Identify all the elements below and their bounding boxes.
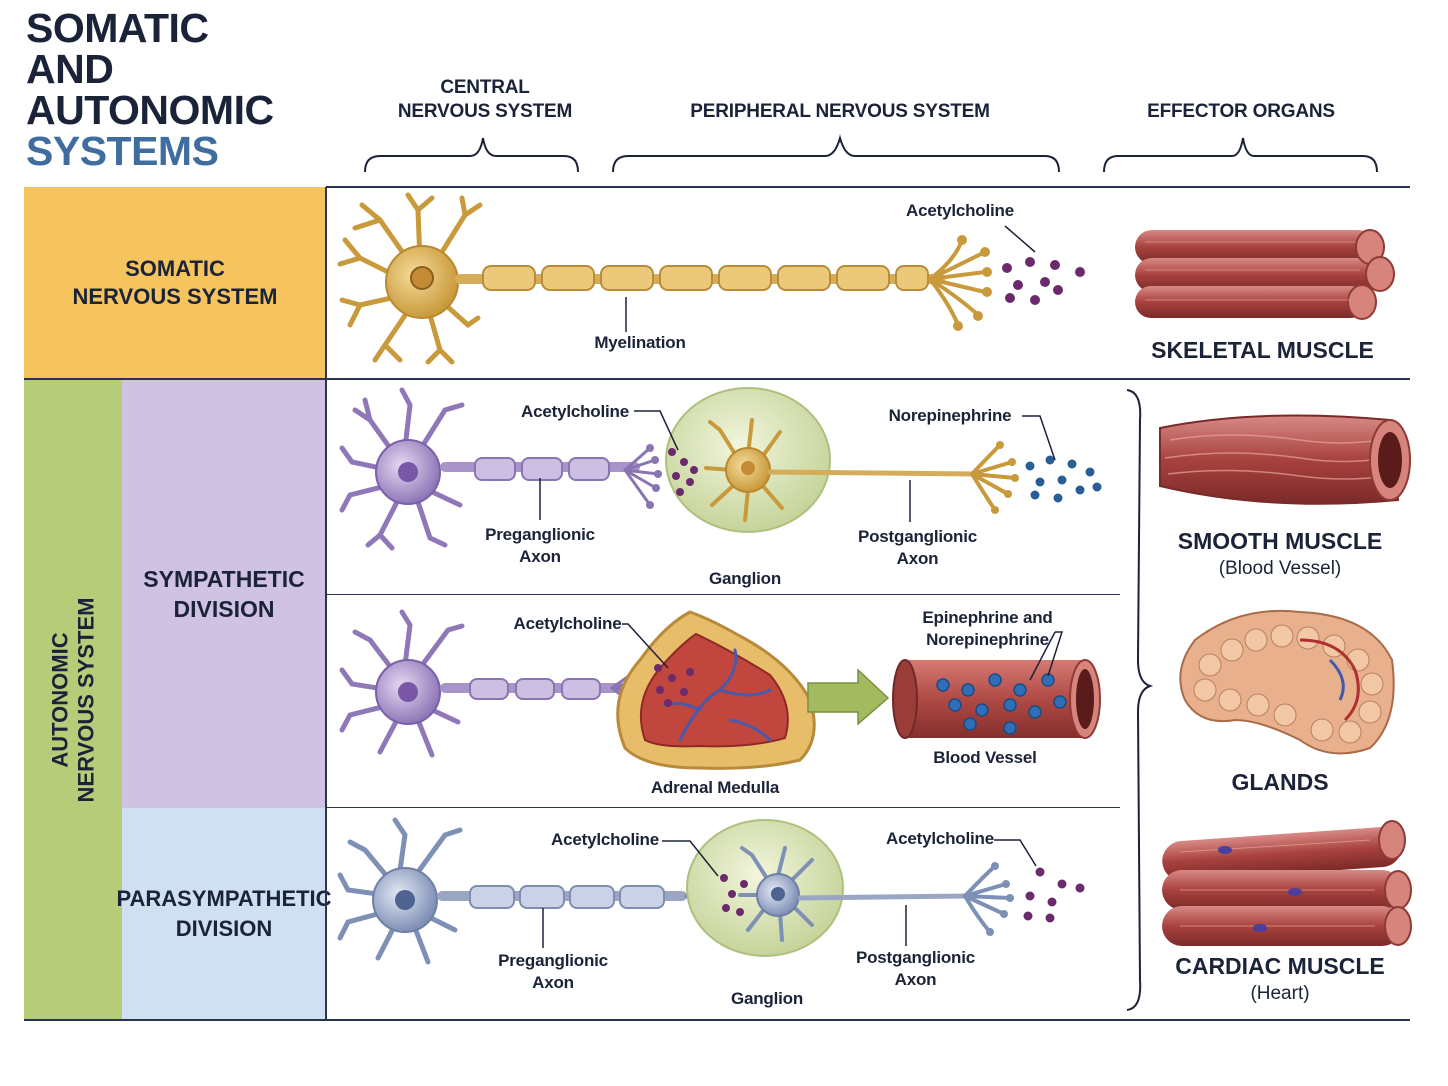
header-pns: PERIPHERAL NERVOUS SYSTEM — [690, 101, 990, 122]
gland-illustration — [1179, 609, 1395, 755]
parasympathetic-label-line-1: PARASYMPATHETIC — [116, 886, 332, 911]
sympathetic-neuron-preganglionic — [339, 387, 640, 551]
sympathetic-label-line-1: SYMPATHETIC — [143, 566, 305, 592]
brace-autonomic-effectors — [1126, 389, 1154, 1011]
effector-cardiac-muscle-sub: (Heart) — [1250, 983, 1310, 1004]
label-symp-preganglionic: Preganglionic Axon — [470, 524, 610, 568]
effector-glands: GLANDS — [1231, 769, 1329, 795]
label-symp-acetylcholine: Acetylcholine — [521, 402, 629, 421]
somatic-neuron — [337, 192, 1085, 365]
title-line-2: AND — [26, 46, 114, 92]
divider-vertical — [325, 187, 327, 1021]
label-para-post-line-2: Axon — [894, 970, 937, 989]
somatic-label-line-1: SOMATIC — [125, 256, 225, 281]
label-adrenal-medulla: Adrenal Medulla — [650, 778, 780, 797]
autonomic-cell: AUTONOMIC NERVOUS SYSTEM — [24, 380, 122, 1020]
divider-symp-mid — [326, 594, 1120, 595]
effector-smooth-muscle-sub: (Blood Vessel) — [1218, 558, 1342, 579]
page-title: SOMATIC AND AUTONOMIC SYSTEMS — [26, 8, 274, 172]
header-cns-line-1: CENTRAL — [440, 77, 530, 98]
parasympathetic-cell: PARASYMPATHETIC DIVISION — [116, 808, 332, 1020]
label-epi-line-2: Norepinephrine — [926, 630, 1049, 649]
label-para-ganglion: Ganglion — [730, 989, 804, 1008]
parasympathetic-label-line-2: DIVISION — [175, 916, 273, 941]
header-cns-line-2: NERVOUS SYSTEM — [397, 101, 573, 122]
label-symp-post-line-1: Postganglionic — [857, 527, 978, 546]
label-myelination: Myelination — [594, 333, 686, 352]
title-line-1: SOMATIC — [26, 5, 209, 51]
title-line-4: SYSTEMS — [26, 128, 219, 174]
label-symp-pre-line-1: Preganglionic — [485, 525, 595, 544]
skeletal-muscle-illustration — [1135, 229, 1395, 320]
label-symp-pre-line-2: Axon — [519, 547, 561, 566]
parasympathetic-neuron-preganglionic — [337, 817, 720, 965]
title-line-3: AUTONOMIC — [26, 87, 274, 133]
header-effectors: EFFECTOR ORGANS — [1147, 101, 1335, 122]
label-para-pre-line-2: Axon — [532, 973, 574, 992]
label-symp-post-line-2: Axon — [896, 549, 939, 568]
brace-pns — [612, 134, 1060, 173]
divider-somatic-bottom — [24, 378, 1410, 380]
label-para-preganglionic: Preganglionic Axon — [483, 950, 623, 994]
label-para-postganglionic: Postganglionic Axon — [843, 947, 988, 991]
label-symp-postganglionic: Postganglionic Axon — [845, 526, 990, 570]
smooth-muscle-illustration — [1159, 414, 1411, 505]
sympathetic-ganglion — [539, 387, 1102, 533]
effector-cardiac-muscle: CARDIAC MUSCLE — [1175, 953, 1385, 979]
sympathetic-label-line-2: DIVISION — [173, 596, 275, 622]
label-epinephrine: Epinephrine and Norepinephrine — [905, 607, 1070, 651]
sympathetic-cell: SYMPATHETIC DIVISION — [122, 380, 326, 808]
label-para-pre-line-1: Preganglionic — [498, 951, 608, 970]
label-para-post-line-1: Postganglionic — [855, 948, 976, 967]
label-norepinephrine: Norepinephrine — [888, 406, 1012, 425]
sympathetic-neuron-adrenal — [339, 609, 648, 758]
brace-cns — [364, 137, 579, 173]
label-symp-ganglion: Ganglion — [708, 569, 782, 588]
effector-smooth-muscle: SMOOTH MUSCLE — [1177, 528, 1383, 554]
blood-vessel-hormones — [892, 631, 1101, 739]
effector-skeletal-muscle: SKELETAL MUSCLE — [1151, 337, 1374, 363]
somatic-label-line-2: NERVOUS SYSTEM — [72, 284, 278, 309]
header-braces — [364, 134, 1378, 173]
label-blood-vessel: Blood Vessel — [933, 748, 1037, 767]
label-epi-line-1: Epinephrine and — [922, 608, 1053, 627]
label-para-acetylcholine-1: Acetylcholine — [551, 830, 659, 849]
divider-top — [326, 186, 1410, 188]
brace-effectors — [1103, 137, 1378, 173]
label-para-acetylcholine-2: Acetylcholine — [886, 829, 994, 848]
arrow-to-vessel — [807, 668, 890, 726]
header-cns: CENTRAL NERVOUS SYSTEM — [380, 76, 590, 124]
divider-para-top — [326, 807, 1120, 808]
divider-bottom — [24, 1019, 1410, 1021]
label-adrenal-acetylcholine: Acetylcholine — [513, 614, 622, 633]
parasympathetic-ganglion — [542, 819, 1085, 957]
adrenal-medulla — [616, 610, 816, 770]
cardiac-muscle-illustration — [1162, 820, 1412, 946]
label-somatic-acetylcholine: Acetylcholine — [906, 201, 1014, 220]
somatic-cell: SOMATIC NERVOUS SYSTEM — [24, 187, 326, 379]
